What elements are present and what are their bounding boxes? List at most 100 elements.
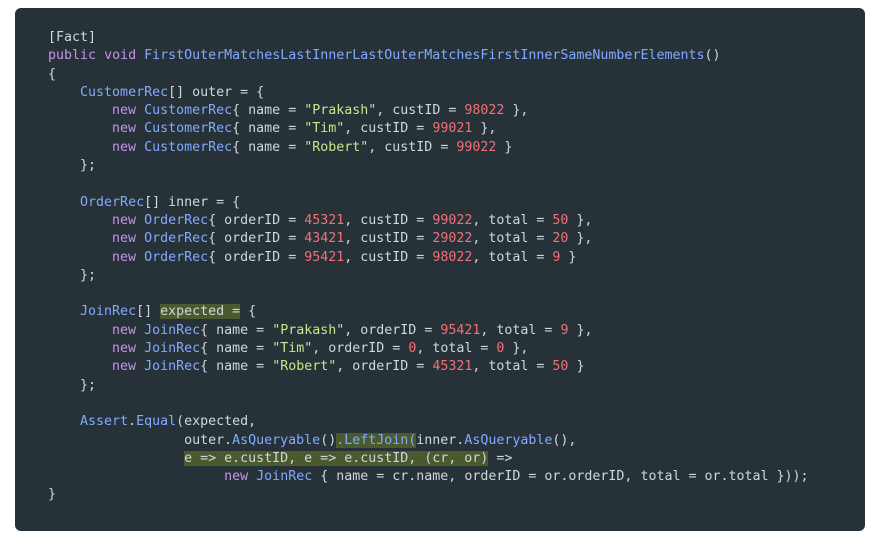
code-token: [136, 231, 144, 246]
code-line: e => e.custID, e => e.custID, (cr, or) =…: [48, 450, 809, 468]
code-line: };: [48, 377, 809, 395]
code-line: outer.AsQueryable().LeftJoin(inner.AsQue…: [48, 432, 809, 450]
code-token: new: [112, 231, 137, 247]
code-token: []: [136, 304, 161, 320]
code-token: },: [472, 121, 497, 137]
code-token: "Tim": [304, 121, 345, 137]
code-token: "Prakash": [304, 103, 377, 119]
code-line: new JoinRec{ name = "Robert", orderID = …: [48, 358, 809, 376]
code-token: },: [568, 322, 593, 338]
code-token: , total =: [472, 359, 553, 375]
code-token: (): [704, 48, 721, 64]
code-token: =>: [488, 450, 513, 466]
code-token: { name =: [232, 139, 305, 155]
code-token: { name = cr.name, orderID = or.orderID, …: [312, 469, 809, 485]
code-token: 98022: [432, 249, 473, 265]
code-line: [48, 285, 809, 303]
code-token: , custID =: [344, 121, 433, 137]
code-token: [Fact]: [48, 30, 97, 45]
code-token: 43421: [304, 231, 345, 247]
code-token: (expected,: [176, 414, 257, 430]
code-token: Assert: [80, 414, 129, 430]
code-token: [48, 231, 112, 246]
code-token: CustomerRec: [144, 139, 233, 155]
code-token: [136, 213, 144, 228]
code-token: inner.: [416, 432, 465, 448]
code-token: JoinRec: [144, 341, 201, 357]
code-token: , custID =: [344, 212, 433, 228]
code-token: 9: [552, 249, 561, 265]
code-line: new JoinRec{ name = "Prakash", orderID =…: [48, 322, 809, 340]
code-token: [248, 469, 256, 484]
code-token: [48, 85, 80, 100]
code-token: FirstOuterMatchesLastInnerLastOuterMatch…: [144, 48, 705, 64]
code-token: [48, 140, 112, 155]
code-token: 50: [552, 212, 569, 228]
code-token: 99021: [432, 121, 473, 137]
highlighted-token: expected =: [160, 304, 241, 320]
code-token: [48, 414, 80, 429]
code-line: new OrderRec{ orderID = 43421, custID = …: [48, 230, 809, 248]
code-token: }: [496, 139, 513, 155]
code-token: 95421: [440, 322, 481, 338]
code-token: JoinRec: [144, 322, 201, 338]
code-token: [] outer = {: [168, 84, 265, 100]
code-line: };: [48, 267, 809, 285]
code-token: },: [568, 212, 593, 228]
code-token: [136, 359, 144, 374]
code-line: Assert.Equal(expected,: [48, 413, 809, 431]
code-token: new: [112, 103, 137, 119]
code-token: .: [128, 414, 137, 430]
code-token: [136, 323, 144, 338]
code-line: new CustomerRec{ name = "Prakash", custI…: [48, 102, 809, 120]
code-token: new: [112, 359, 137, 375]
code-line: JoinRec[] expected = {: [48, 303, 809, 321]
code-token: { name =: [200, 341, 273, 357]
code-token: , total =: [472, 212, 553, 228]
code-token: [48, 250, 112, 265]
code-token: [96, 48, 104, 63]
code-token: , custID =: [344, 249, 433, 265]
code-line: CustomerRec[] outer = {: [48, 84, 809, 102]
highlighted-token: e => e.custID, e => e.custID, (cr, or): [184, 450, 489, 466]
code-token: outer.: [48, 432, 233, 448]
code-line: };: [48, 157, 809, 175]
code-token: new: [112, 212, 137, 228]
code-token: [136, 121, 144, 136]
code-line: new OrderRec{ orderID = 95421, custID = …: [48, 249, 809, 267]
code-token: }: [568, 359, 585, 375]
code-token: "Prakash": [272, 322, 345, 338]
code-line: public void FirstOuterMatchesLastInnerLa…: [48, 47, 809, 65]
code-token: };: [48, 158, 97, 174]
code-token: new: [112, 139, 137, 155]
code-token: 99022: [456, 139, 497, 155]
code-token: [136, 48, 144, 63]
highlighted-token: .LeftJoin(: [336, 432, 417, 448]
code-token: JoinRec: [144, 359, 201, 375]
code-token: [48, 323, 112, 338]
code-token: 99022: [432, 212, 473, 228]
code-line: {: [48, 66, 809, 84]
code-token: [48, 359, 112, 374]
code-token: CustomerRec: [144, 103, 233, 119]
code-token: [48, 341, 112, 356]
code-token: { name =: [232, 121, 305, 137]
code-token: [48, 121, 112, 136]
code-token: "Tim": [272, 341, 313, 357]
code-token: new: [112, 341, 137, 357]
code-line: OrderRec[] inner = {: [48, 194, 809, 212]
code-token: { orderID =: [208, 249, 305, 265]
code-token: [48, 451, 184, 466]
code-token: CustomerRec: [80, 84, 169, 100]
code-token: , custID =: [368, 139, 457, 155]
code-token: { name =: [200, 359, 273, 375]
code-token: (),: [552, 432, 577, 448]
code-token: new: [112, 121, 137, 137]
code-line: new JoinRec { name = cr.name, orderID = …: [48, 468, 809, 486]
code-token: [] inner = {: [144, 194, 241, 210]
code-token: {: [240, 304, 257, 320]
code-token: CustomerRec: [144, 121, 233, 137]
code-token: [48, 213, 112, 228]
code-token: 0: [496, 341, 505, 357]
code-token: new: [112, 322, 137, 338]
